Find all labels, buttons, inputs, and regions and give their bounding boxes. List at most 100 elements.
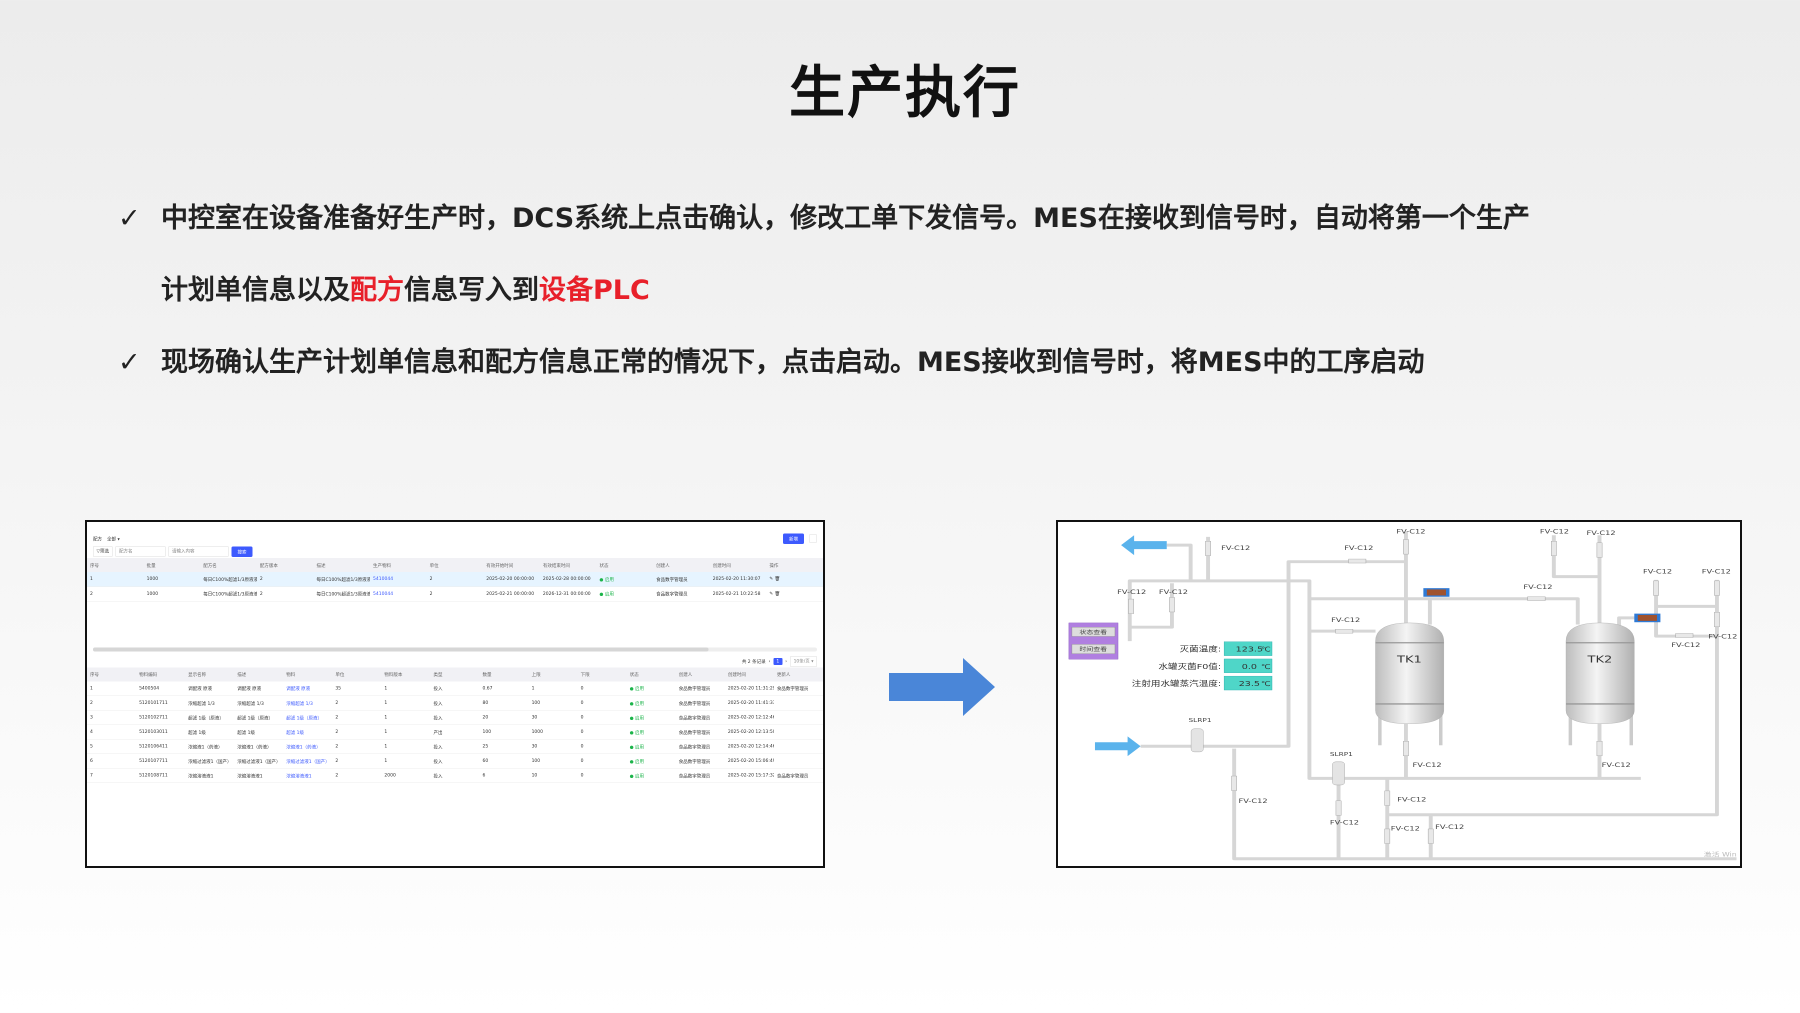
column-header[interactable]: 有效结束时间 <box>539 558 597 572</box>
check-icon: ✓ <box>118 347 141 378</box>
table-cell[interactable]: 浓缩溶液液1 <box>283 768 333 783</box>
table-cell: 食品数字管理员 <box>773 681 823 696</box>
search-input[interactable]: 请输入内容 <box>168 546 229 557</box>
column-header[interactable]: 物料版本 <box>381 667 431 682</box>
bullet-1-line2: 计划单信息以及配方信息写入到设备PLC <box>161 268 650 307</box>
column-header[interactable]: 类型 <box>430 667 480 682</box>
page-size-select[interactable]: 10条/页 ▾ <box>790 656 817 667</box>
filter-button[interactable]: ▽筛选 <box>93 546 113 557</box>
valve-label: FV-C12 <box>1602 761 1631 769</box>
column-header[interactable]: 单位 <box>426 558 484 572</box>
readout-box <box>1223 658 1273 673</box>
column-header[interactable]: 下限 <box>577 667 627 682</box>
valve-icon <box>1335 800 1342 816</box>
table-cell: 3 <box>87 710 137 725</box>
column-header[interactable]: 创建人 <box>675 667 725 682</box>
column-header[interactable]: 上限 <box>528 667 578 682</box>
table-cell[interactable]: 浓缩液1（药液） <box>283 739 333 754</box>
column-header[interactable]: 配方版本 <box>256 558 314 572</box>
table-cell: 食品数字管理员 <box>675 739 725 754</box>
column-header[interactable]: 批量 <box>143 558 201 572</box>
filter-field-select[interactable]: 配方名 <box>115 546 166 557</box>
table-cell: 4 <box>87 724 137 740</box>
horizontal-scrollbar[interactable] <box>93 647 817 652</box>
table-cell: 食品数字管理员 <box>675 681 725 696</box>
table-cell[interactable]: 超滤 1级 <box>283 724 333 740</box>
new-button[interactable]: 新增 <box>782 533 804 544</box>
column-header[interactable]: 状态 <box>626 667 676 682</box>
table-cell: 100 <box>479 724 529 740</box>
right-arrow-icon <box>889 658 995 716</box>
column-header[interactable]: 序号 <box>87 667 137 682</box>
column-header[interactable]: 物料编码 <box>136 667 186 682</box>
column-header[interactable]: 描述 <box>234 667 284 682</box>
column-header[interactable]: 描述 <box>313 558 371 572</box>
column-header[interactable]: 创建人 <box>653 558 710 572</box>
prev-page-button[interactable]: ‹ <box>768 658 771 664</box>
table-cell: 2025-02-20 00:00:00 <box>483 572 540 587</box>
scope-dropdown[interactable]: 全部 ▾ <box>107 536 120 542</box>
table-cell: 6 <box>479 768 529 783</box>
tank-label: TK1 <box>1396 653 1422 665</box>
column-header[interactable]: 配方名 <box>200 558 257 572</box>
column-header[interactable]: 创建时间 <box>724 667 774 682</box>
column-header[interactable]: 状态 <box>596 558 654 572</box>
table-cell: 投入 <box>430 681 480 696</box>
column-header[interactable]: 更新人 <box>773 667 823 682</box>
tank-tank1: TK1 <box>1375 622 1445 746</box>
table-cell: 2025-02-20 15:17:32 <box>724 768 774 783</box>
column-header[interactable]: 显示名称 <box>185 667 235 682</box>
table-cell: 投入 <box>430 768 480 783</box>
next-page-button[interactable]: › <box>785 658 788 664</box>
column-header[interactable]: 数量 <box>479 667 529 682</box>
column-header[interactable]: 操作 <box>766 558 823 572</box>
table-cell: 0 <box>577 695 627 711</box>
search-button[interactable]: 搜索 <box>231 546 253 557</box>
tank-body <box>1565 622 1635 724</box>
pipe <box>1654 579 1717 638</box>
table-cell[interactable]: 浓缩超滤 1/3 <box>283 695 333 711</box>
time-view-button[interactable] <box>1071 644 1116 654</box>
table-cell[interactable]: 5410044 <box>370 572 427 587</box>
valve-icon <box>1427 828 1434 844</box>
column-header[interactable]: 有效开始时间 <box>483 558 540 572</box>
heat-exchanger-core <box>1637 614 1657 621</box>
table-cell[interactable]: 浓缩过滤液1（国产） <box>283 753 333 769</box>
column-header[interactable]: 序号 <box>87 558 144 572</box>
status-view-button[interactable] <box>1071 627 1116 637</box>
table-cell: ● 启用 <box>626 724 676 740</box>
column-header[interactable]: 单位 <box>332 667 382 682</box>
inlet-arrow-icon <box>1094 736 1141 757</box>
readout-label: 灭菌温度: <box>1180 645 1222 654</box>
table-cell: 2025-02-20 11:41:33 <box>724 695 774 711</box>
table-cell: 25 <box>479 739 529 754</box>
table-cell: 食品数字管理员 <box>653 586 710 602</box>
table-cell: 100 <box>528 753 578 769</box>
table-cell: 60 <box>479 753 529 769</box>
column-header[interactable]: 物料 <box>283 667 333 682</box>
pipe <box>1387 579 1719 817</box>
column-header[interactable]: 创建时间 <box>709 558 767 572</box>
valve-label: FV-C12 <box>1671 641 1700 649</box>
table-cell[interactable]: 5410044 <box>370 586 427 602</box>
valve-label: FV-C12 <box>1221 544 1250 552</box>
table-cell[interactable]: 调配液 原液 <box>283 681 333 696</box>
valve-label: FV-C12 <box>1540 528 1569 536</box>
table-cell: 每日C100%超滤1/3原液液 <box>200 572 257 587</box>
column-header[interactable]: 生产物料 <box>370 558 427 572</box>
table-cell <box>773 739 823 754</box>
table-cell[interactable]: 超滤 1级（原液） <box>283 710 333 725</box>
bullet-text: 信息写入到 <box>404 275 539 306</box>
table-cell: 0 <box>577 739 627 754</box>
page-1-button[interactable]: 1 <box>773 657 783 665</box>
more-button[interactable] <box>809 534 817 543</box>
